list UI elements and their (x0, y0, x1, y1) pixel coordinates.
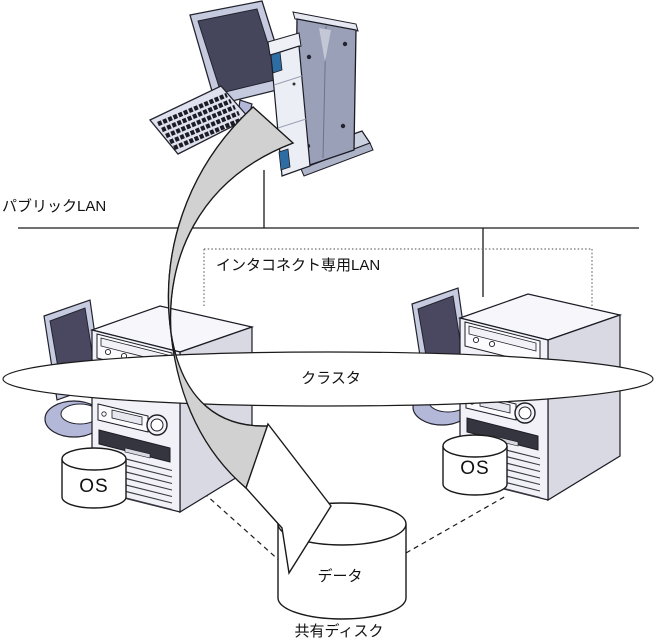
shared-disk-links (196, 486, 507, 563)
keyboard (148, 85, 251, 155)
interconnect-lan-lines (203, 248, 593, 311)
os-disk-left (61, 447, 127, 509)
tower-top-edge (292, 11, 359, 32)
cluster-ellipse (2, 351, 654, 407)
public-lan-line (18, 170, 639, 297)
public-lan-label: パブリックLAN (2, 197, 106, 215)
dashed-link-right (405, 495, 507, 554)
interconnect-lan-label: インタコネクト専用LAN (216, 257, 380, 274)
dashed-link-left (196, 486, 282, 563)
tower-unit (267, 11, 374, 177)
shared-disk-label: 共有ディスク (295, 622, 384, 640)
flow-arrow-head (245, 422, 332, 575)
os-label-left: OS (79, 476, 108, 497)
data-label: データ (317, 567, 362, 585)
cluster-label: クラスタ (301, 370, 361, 387)
os-label-right: OS (460, 458, 489, 479)
os-disk-right (442, 434, 508, 496)
